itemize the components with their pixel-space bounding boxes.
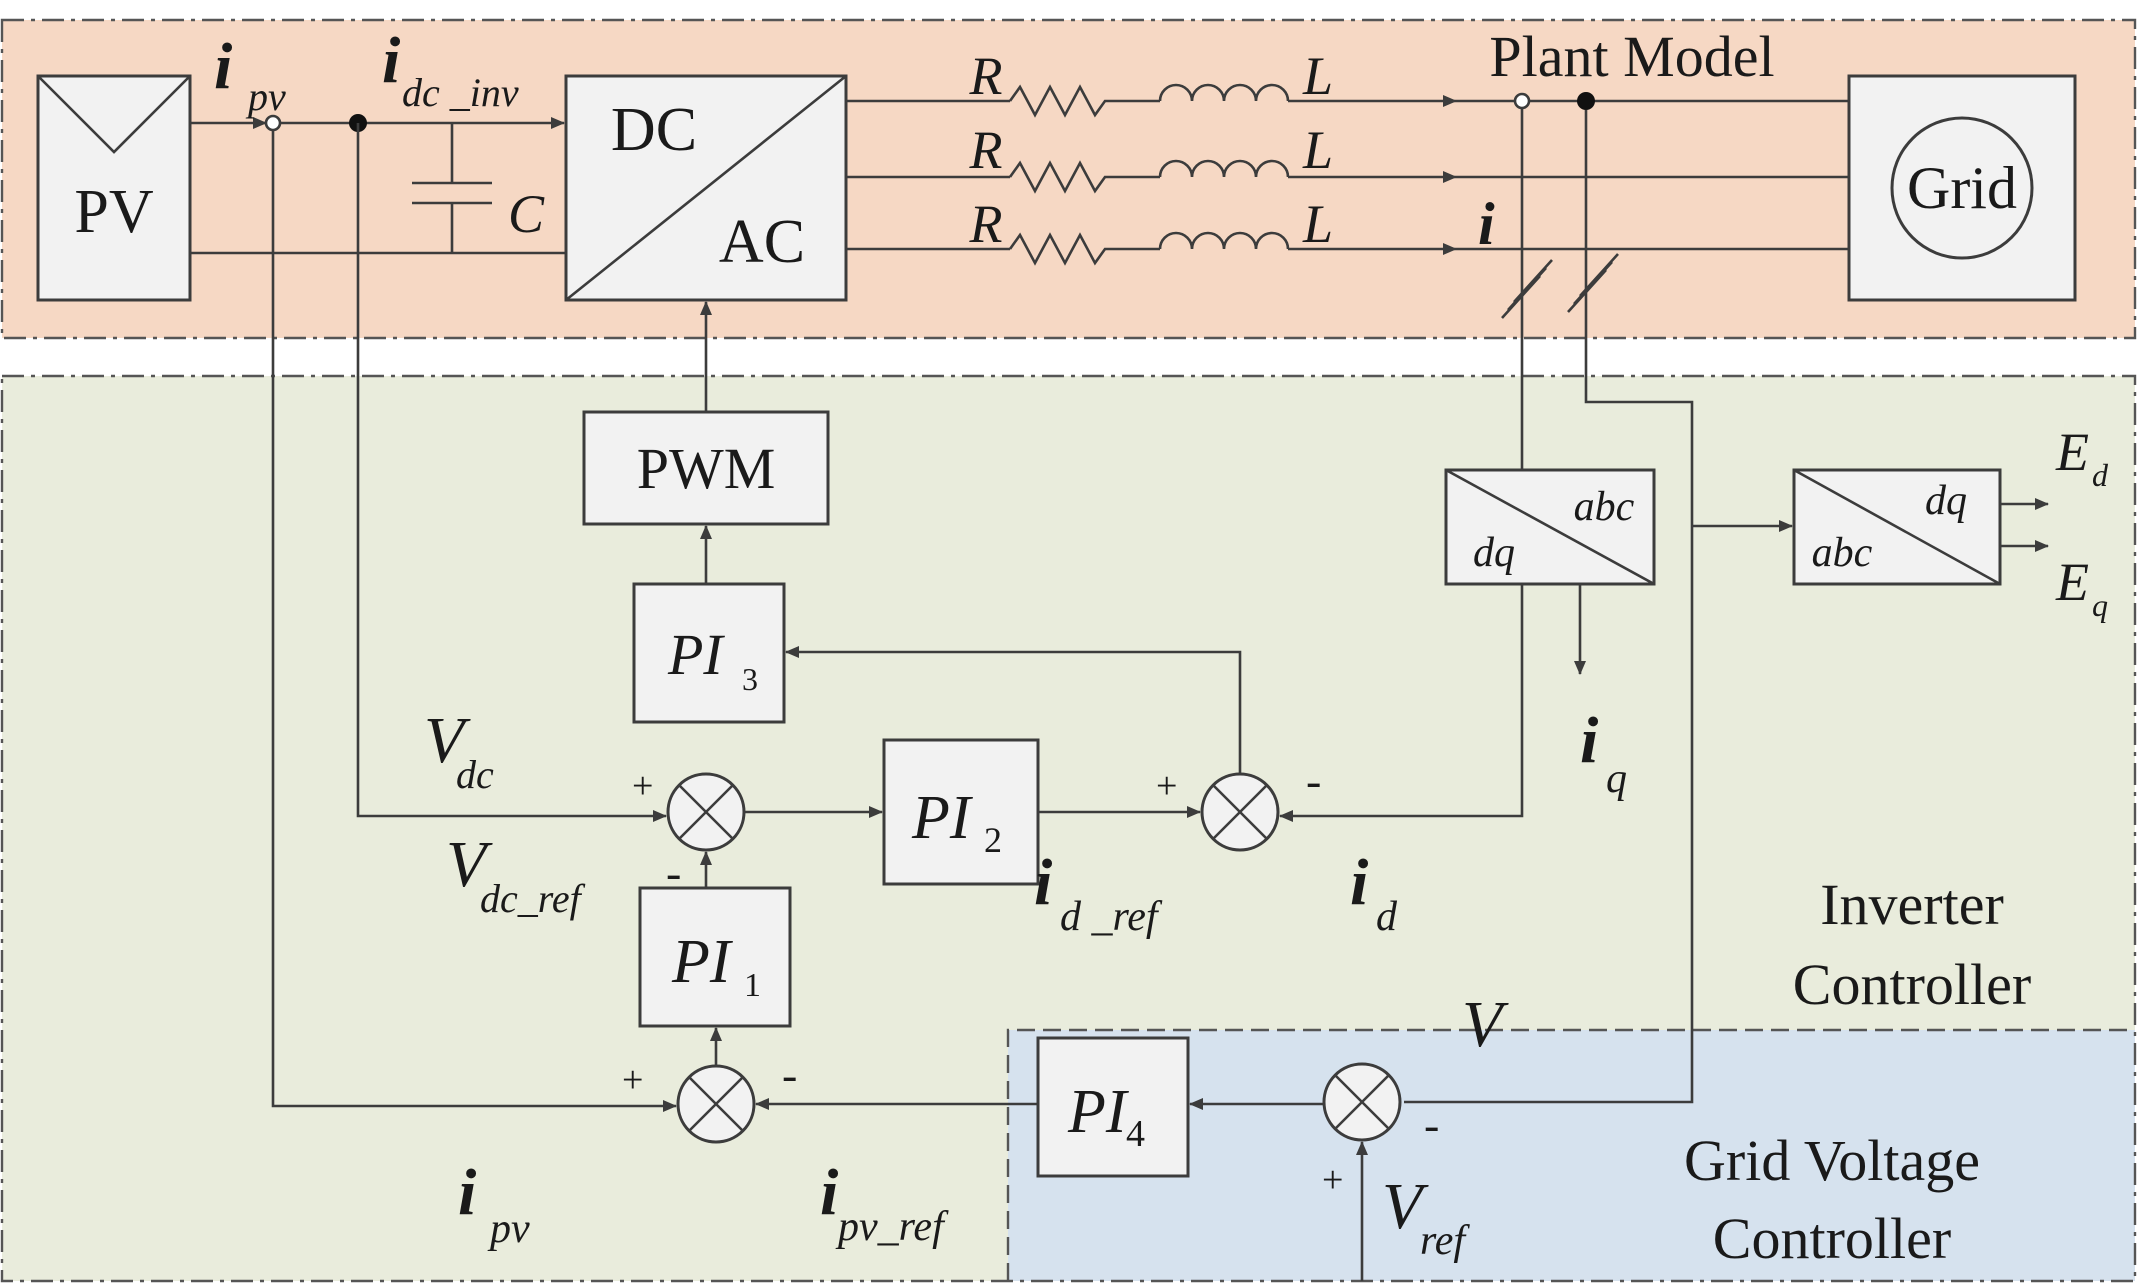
ipv-top-sub: pv [245, 74, 286, 119]
abc-dq-bottom-label: abc [1812, 530, 1873, 576]
dq-abc-diagonal [1445, 468, 1655, 586]
pi4-block [1036, 1036, 1190, 1178]
wire-voltage-measure [1404, 110, 1694, 1104]
pi2-block [882, 738, 1040, 886]
pv-panel-icon [37, 75, 191, 154]
vdc-label: V [424, 704, 471, 777]
pi2-sub: 2 [984, 820, 1002, 860]
pi3-block [632, 582, 786, 724]
pi3-label: PI [667, 622, 725, 687]
i-output-label: i [1478, 191, 1495, 257]
wire-vdc-feedback [356, 123, 667, 822]
pi4-sub: 4 [1126, 1113, 1145, 1155]
iq-sub: q [1606, 756, 1627, 802]
ipv-bottom-label: i [458, 1156, 477, 1229]
ed-label: E [2055, 422, 2089, 482]
vdcref-sub: dc_ref [480, 876, 586, 921]
id-label: i [1350, 846, 1369, 919]
wire-sum2-to-pi3 [785, 646, 1242, 774]
sum4-plus: + [1322, 1159, 1343, 1201]
ed-sub: d [2092, 457, 2109, 493]
dq-abc-top-label: abc [1574, 484, 1635, 530]
pi1-label: PI [671, 928, 734, 996]
idref-label: i [1034, 846, 1053, 919]
eq-label: E [2055, 552, 2089, 612]
pi4-label: PI [1067, 1078, 1130, 1146]
l2-label: L [1302, 120, 1333, 180]
pi1-block [638, 886, 792, 1028]
r1-label: R [969, 46, 1003, 106]
ipvref-sub: pv_ref [835, 1204, 949, 1250]
plant-model-border [0, 18, 2137, 340]
idc-inv-label: i [382, 24, 401, 97]
inverter-diagonal [565, 74, 847, 302]
sum2-minus: - [1306, 755, 1321, 806]
grid-voltage-controller-title-2: Controller [1713, 1206, 1951, 1271]
inverter-ac-label: AC [719, 208, 805, 276]
sum3-minus: - [782, 1049, 797, 1100]
idc-inv-sub: dc _inv [402, 70, 519, 115]
abc-dq-top-label: dq [1925, 478, 1967, 524]
ipv-bottom-sub: pv [487, 1206, 530, 1252]
grid-voltage-controller-region [1008, 1030, 2135, 1281]
id-sub: d [1376, 894, 1398, 940]
grid-voltage-controller-title-1: Grid Voltage [1684, 1128, 1980, 1193]
inverter-controller-title-1: Inverter [1820, 872, 2004, 937]
ipv-top-label: i [214, 30, 233, 103]
voltage-sense-node [1577, 92, 1595, 110]
three-phase-tick-1c [1513, 259, 1553, 303]
pi1-sub: 1 [744, 967, 761, 1004]
sum2-plus: + [1156, 765, 1177, 807]
pv-block [36, 74, 192, 302]
plant-model-title: Plant Model [1489, 24, 1774, 89]
sum3-plus: + [622, 1059, 643, 1101]
grid-voltage-controller-border [1006, 1028, 2135, 1281]
pv-label: PV [74, 178, 153, 246]
sum1-plus: + [632, 765, 653, 807]
v-label: V [1462, 988, 1509, 1061]
pi3-sub: 3 [742, 661, 758, 697]
vref-label: V [1382, 1170, 1429, 1243]
sum-junction-1 [666, 772, 746, 852]
plant-model-region [2, 20, 2135, 338]
inverter-controller-title-2: Controller [1793, 952, 2031, 1017]
sum-junction-2 [1200, 772, 1280, 852]
abc-dq-diagonal [1793, 468, 2001, 586]
vdcref-label: V [446, 828, 493, 901]
eq-sub: q [2092, 587, 2108, 623]
wire-ipv-feedback [271, 130, 677, 1112]
r2-label: R [969, 120, 1003, 180]
vdc-sub: dc [456, 752, 494, 797]
sum1-minus: - [666, 847, 681, 898]
l3-label: L [1302, 194, 1333, 254]
wire-id-feedback [1279, 584, 1524, 822]
l1-label: L [1302, 46, 1333, 106]
pwm-label: PWM [637, 436, 776, 501]
iq-label: i [1580, 704, 1599, 777]
current-sense-node [1513, 92, 1531, 110]
grid-label: Grid [1907, 155, 2017, 221]
capacitor-label: C [508, 184, 545, 244]
r3-label: R [969, 194, 1003, 254]
idref-sub: d _ref [1060, 894, 1163, 940]
three-phase-tick-2c [1579, 253, 1619, 297]
ipvref-label: i [820, 1156, 839, 1229]
pi2-label: PI [911, 784, 974, 852]
vref-sub: ref [1420, 1218, 1470, 1264]
dq-abc-bottom-label: dq [1473, 530, 1515, 576]
pwm-block [582, 410, 830, 526]
inverter-dc-label: DC [611, 96, 697, 164]
grid-symbol [1890, 116, 2034, 260]
sum-junction-4 [1322, 1062, 1402, 1142]
sum-junction-3 [676, 1064, 756, 1144]
sum4-minus: - [1424, 1099, 1439, 1150]
